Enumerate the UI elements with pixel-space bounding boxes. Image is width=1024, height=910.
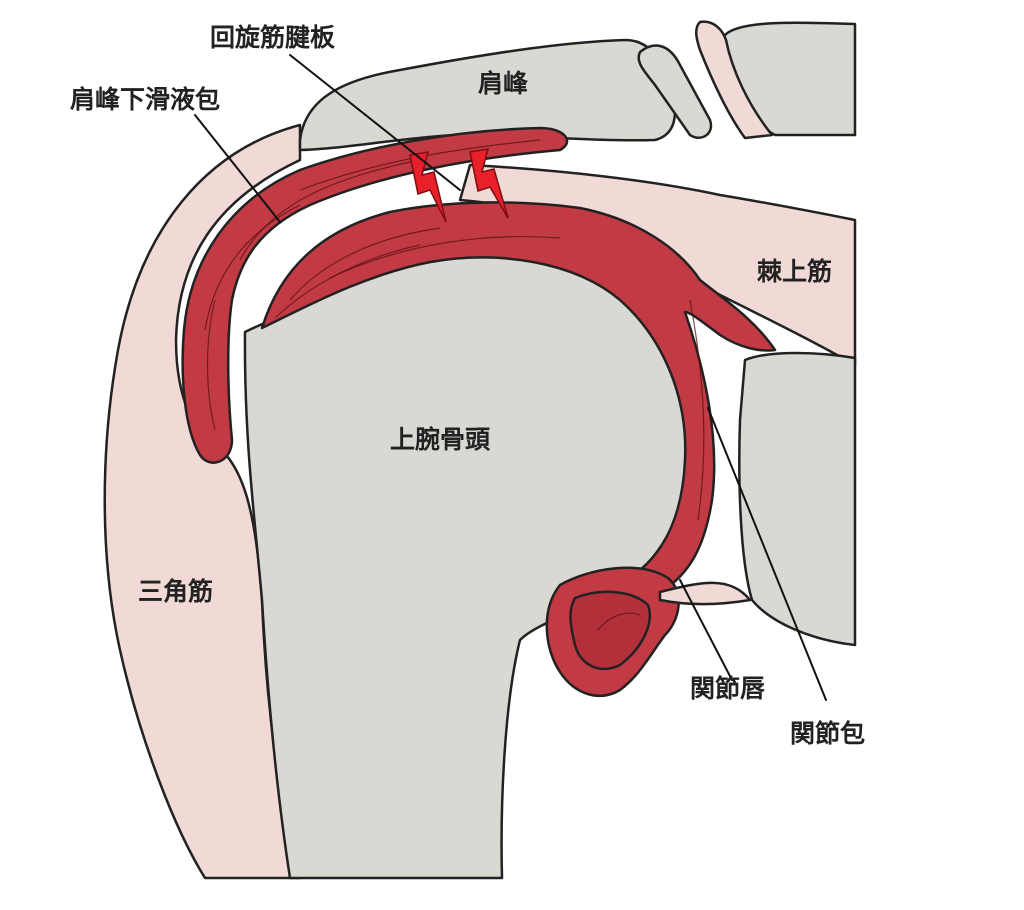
label-acromion: 肩峰: [478, 69, 528, 98]
rotator-cuff-tendon: [260, 201, 777, 594]
label-labrum: 関節唇: [690, 674, 765, 703]
labrum-inner: [569, 590, 651, 671]
label-subacromial-bursa: 肩峰下滑液包: [70, 85, 220, 114]
label-deltoid: 三角筋: [138, 577, 213, 606]
label-rotator-cuff-tendon: 回旋筋腱板: [210, 23, 335, 52]
lightning-icon: [409, 151, 447, 223]
clavicle-fragment: [637, 44, 713, 139]
label-supraspinatus: 棘上筋: [757, 257, 832, 286]
label-humeral-head: 上腕骨頭: [390, 425, 491, 454]
label-joint-capsule: 関節包: [790, 719, 865, 748]
joint-space: [658, 581, 752, 606]
lightning-icon: [469, 148, 509, 219]
glenoid-bone: [738, 351, 857, 647]
ac-joint-tissue: [695, 20, 774, 140]
subacromial-bursa: [181, 126, 569, 464]
